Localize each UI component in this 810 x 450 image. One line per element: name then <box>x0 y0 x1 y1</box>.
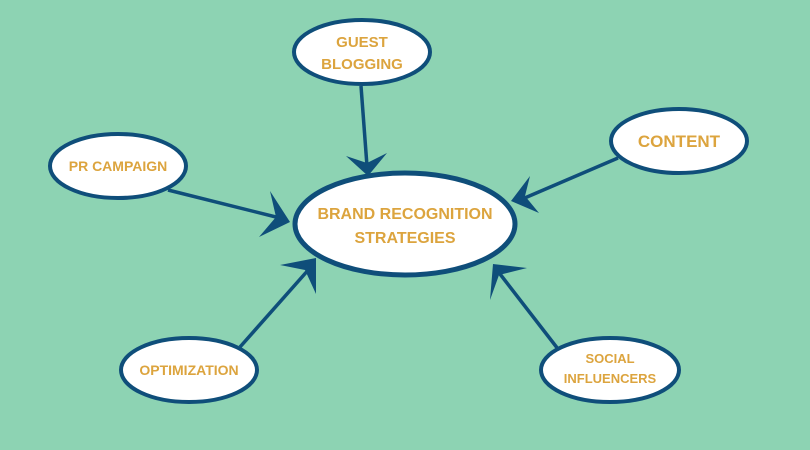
guest-blogging-label-line2: BLOGGING <box>321 56 403 73</box>
node-content: CONTENT <box>609 107 749 175</box>
arrow-pr-campaign <box>167 188 290 237</box>
node-social-influencers: SOCIAL INFLUENCERS <box>539 336 681 404</box>
node-brand-recognition: BRAND RECOGNITION STRATEGIES <box>292 170 518 278</box>
node-optimization: OPTIMIZATION <box>119 336 259 404</box>
optimization-label: OPTIMIZATION <box>139 362 238 378</box>
arrow-optimization <box>238 258 316 349</box>
center-label-line1: BRAND RECOGNITION <box>317 206 492 223</box>
arrow-social-influencers <box>490 264 560 351</box>
guest-blogging-label-line1: GUEST <box>336 34 388 51</box>
arrow-content <box>511 156 619 213</box>
center-label-line2: STRATEGIES <box>354 230 455 247</box>
node-pr-campaign: PR CAMPAIGN <box>48 132 188 200</box>
social-influencers-label-line1: SOCIAL <box>585 351 634 366</box>
node-guest-blogging: GUEST BLOGGING <box>292 18 432 86</box>
pr-campaign-label: PR CAMPAIGN <box>69 158 168 174</box>
arrows <box>167 85 619 351</box>
social-influencers-label-line2: INFLUENCERS <box>564 371 657 386</box>
arrow-guest-blogging <box>346 85 387 176</box>
content-label: CONTENT <box>638 132 721 151</box>
